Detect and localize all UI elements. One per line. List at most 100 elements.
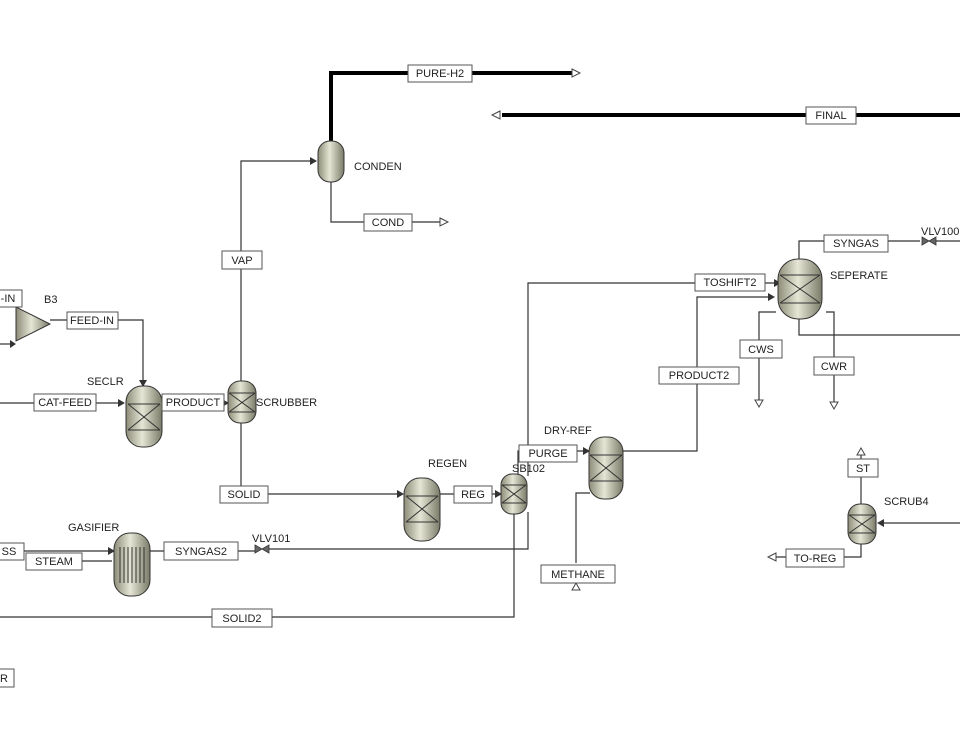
scrub4-label: SCRUB4 — [884, 496, 929, 508]
scrub4-vessel[interactable] — [847, 503, 877, 545]
stream-line-solid2[interactable] — [0, 512, 515, 618]
stream-box-feed-in[interactable]: FEED-IN — [66, 311, 119, 330]
seclr-reactor[interactable] — [125, 385, 163, 448]
stream-label-reg: REG — [461, 489, 485, 501]
arrow-methane — [571, 581, 581, 591]
dry-ref-label: DRY-REF — [544, 425, 592, 437]
stream-label-product2: PRODUCT2 — [669, 370, 730, 382]
arrow-final — [490, 110, 501, 120]
stream-box-pure-h2[interactable]: PURE-H2 — [407, 64, 473, 83]
scrubber-vessel[interactable] — [227, 380, 257, 424]
dry-ref-reactor[interactable] — [588, 436, 624, 500]
stream-box-steam[interactable]: STEAM — [25, 552, 83, 571]
stream-box-final[interactable]: FINAL — [805, 106, 857, 125]
stream-label-cond: COND — [372, 217, 404, 229]
seclr-label: SECLR — [87, 376, 124, 388]
conden-vessel[interactable] — [317, 140, 345, 183]
stream-box-to-reg[interactable]: TO-REG — [785, 548, 845, 568]
stream-box-solid[interactable]: SOLID — [219, 485, 269, 504]
stream-label-syngas2: SYNGAS2 — [175, 546, 227, 558]
gasifier-label: GASIFIER — [68, 522, 119, 534]
stream-box-syngas[interactable]: SYNGAS — [823, 234, 889, 253]
arrow-st — [856, 446, 866, 456]
stream-box-reg[interactable]: REG — [453, 485, 493, 504]
stream-box-r[interactable]: R — [0, 668, 15, 688]
gasifier-vessel[interactable] — [113, 532, 151, 597]
stream-line-methane[interactable] — [575, 492, 590, 563]
arrow-feed-in — [139, 380, 147, 387]
arrow-purge — [583, 447, 590, 455]
stream-label-to-reg: TO-REG — [794, 553, 837, 565]
stream-label-steam: STEAM — [35, 556, 73, 568]
stream-label-cws: CWS — [748, 344, 774, 356]
stream-label-product: PRODUCT — [166, 397, 221, 409]
stream-box-product[interactable]: PRODUCT — [161, 393, 225, 412]
sb102-label: SB102 — [512, 463, 545, 475]
arrow-cond — [439, 217, 450, 227]
stream-box-methane[interactable]: METHANE — [540, 564, 616, 584]
stream-line-cws[interactable] — [758, 311, 776, 402]
arrow-vap — [310, 157, 317, 165]
stream-label-methane: METHANE — [551, 569, 605, 581]
vlv101-label: VLV101 — [252, 533, 290, 545]
stream-line-vap[interactable] — [240, 160, 316, 383]
stream-line-pure-h2[interactable] — [329, 71, 572, 142]
stream-box-st[interactable]: ST — [847, 458, 879, 478]
stream-box-ss[interactable]: SS — [0, 542, 25, 561]
stream-box-solid2[interactable]: SOLID2 — [211, 608, 273, 628]
b3-mixer[interactable] — [15, 306, 52, 342]
scrubber-label: SCRUBBER — [256, 397, 317, 409]
vlv101-valve[interactable] — [254, 544, 270, 554]
stream-label-cat-feed: CAT-FEED — [38, 397, 92, 409]
vlv100-label: VLV100 — [921, 226, 959, 238]
stream-label-st: ST — [856, 463, 870, 475]
b3-label: B3 — [44, 294, 57, 306]
stream-box-vap[interactable]: VAP — [221, 250, 263, 270]
stream-line-feed-in[interactable] — [50, 319, 144, 384]
vlv100-valve[interactable] — [921, 236, 937, 246]
stream-box-cwr[interactable]: CWR — [813, 356, 855, 376]
stream-label-in: -IN — [1, 293, 16, 305]
arrow-solid — [397, 490, 404, 498]
stream-line-vlv101-out[interactable] — [269, 512, 529, 550]
arrow-scrub4-in — [877, 519, 884, 527]
arrow-to-reg — [766, 552, 777, 562]
stream-box-toshift2[interactable]: TOSHIFT2 — [694, 273, 766, 292]
stream-box-syngas2[interactable]: SYNGAS2 — [163, 541, 239, 561]
arrow-b3-in — [10, 340, 16, 348]
arrow-reg — [495, 490, 502, 498]
stream-label-toshift2: TOSHIFT2 — [704, 277, 757, 289]
stream-label-syngas: SYNGAS — [833, 238, 879, 250]
stream-label-ss: SS — [2, 546, 17, 558]
stream-box-in[interactable]: -IN — [0, 289, 23, 308]
conden-label: CONDEN — [354, 161, 402, 173]
regen-vessel[interactable] — [403, 477, 441, 542]
stream-label-purge: PURGE — [528, 448, 567, 460]
arrow-cws — [754, 399, 764, 409]
stream-label-final: FINAL — [815, 110, 846, 122]
stream-label-solid: SOLID — [227, 489, 260, 501]
stream-label-r: R — [0, 673, 8, 685]
stream-box-cond[interactable]: COND — [363, 213, 413, 232]
arrow-cat-feed — [118, 399, 125, 407]
stream-label-cwr: CWR — [821, 361, 847, 373]
stream-label-vap: VAP — [231, 255, 252, 267]
stream-label-solid2: SOLID2 — [222, 613, 261, 625]
sb102-vessel[interactable] — [500, 473, 528, 515]
stream-label-feed-in: FEED-IN — [70, 315, 114, 327]
stream-box-cat-feed[interactable]: CAT-FEED — [33, 393, 97, 412]
seperate-label: SEPERATE — [830, 270, 888, 282]
stream-line-seperate-bottom[interactable] — [798, 318, 960, 336]
arrow-product2 — [768, 293, 775, 301]
stream-line-solid[interactable] — [240, 423, 400, 495]
arrow-ss — [108, 547, 115, 555]
stream-label-pure-h2: PURE-H2 — [416, 68, 464, 80]
regen-label: REGEN — [428, 458, 467, 470]
seperate-vessel[interactable] — [777, 258, 823, 320]
arrow-pure-h2 — [571, 68, 582, 78]
stream-box-purge[interactable]: PURGE — [518, 444, 578, 463]
arrow-cwr — [829, 401, 839, 411]
stream-box-product2[interactable]: PRODUCT2 — [658, 366, 740, 385]
stream-box-cws[interactable]: CWS — [739, 339, 783, 359]
